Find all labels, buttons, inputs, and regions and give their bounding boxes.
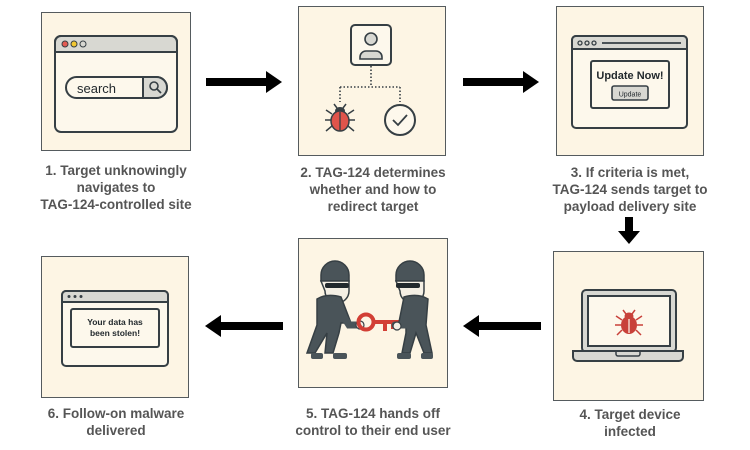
- thief-right-icon: [391, 260, 433, 359]
- step-4-panel: [553, 251, 704, 401]
- step-5-panel: [298, 238, 448, 388]
- message-line-1: Your data has: [87, 317, 143, 327]
- data-stolen-illustration: Your data has been stolen!: [61, 290, 169, 367]
- step-6-panel: Your data has been stolen!: [41, 256, 189, 398]
- arrow-down-3-to-4: [618, 217, 640, 244]
- arrow-right-2-to-3: [463, 71, 539, 93]
- window-dots-icon: [577, 40, 597, 46]
- key-handoff-illustration: [305, 260, 433, 359]
- step-2-caption: 2. TAG-124 determines whether and how to…: [268, 164, 478, 215]
- dotted-connector: [339, 66, 401, 102]
- arrow-left-4-to-5: [463, 315, 541, 337]
- infected-laptop-illustration: [572, 289, 684, 362]
- update-button: [611, 85, 649, 101]
- caption-line: 3. If criteria is met,: [570, 165, 690, 180]
- step-3-panel: Update Now! Update: [556, 6, 704, 156]
- window-dots-icon: [67, 295, 83, 298]
- caption-line: delivered: [86, 423, 146, 438]
- step-6-caption: 6. Follow-on malware delivered: [11, 405, 221, 439]
- step-1-caption: 1. Target unknowingly navigates to TAG-1…: [11, 162, 221, 213]
- redirect-decision-illustration: [325, 24, 416, 136]
- caption-line: 4. Target device: [579, 407, 681, 422]
- caption-line: redirect target: [327, 199, 419, 214]
- maximize-dot-icon: [79, 40, 87, 48]
- caption-line: TAG-124-controlled site: [40, 197, 192, 212]
- caption-line: control to their end user: [295, 423, 451, 438]
- browser-titlebar: [54, 35, 178, 53]
- caption-line: navigates to: [76, 180, 156, 195]
- caption-line: payload delivery site: [563, 199, 697, 214]
- caption-line: 2. TAG-124 determines: [300, 165, 446, 180]
- caption-line: infected: [604, 424, 656, 439]
- check-circle-icon: [384, 104, 416, 136]
- minimize-dot-icon: [70, 40, 78, 48]
- caption-line: 1. Target unknowingly: [45, 163, 187, 178]
- caption-line: TAG-124 sends target to: [552, 182, 708, 197]
- search-text: search: [77, 81, 116, 96]
- caption-line: 6. Follow-on malware: [47, 406, 185, 421]
- bug-icon: [325, 103, 355, 132]
- step-2-panel: [298, 6, 446, 156]
- message-line-2: been stolen!: [90, 328, 140, 338]
- close-dot-icon: [61, 40, 69, 48]
- search-bar: search: [65, 76, 168, 99]
- fake-update-illustration: Update Now! Update: [571, 35, 688, 129]
- step-4-caption: 4. Target device infected: [525, 406, 735, 440]
- arrow-left-5-to-6: [205, 315, 283, 337]
- thief-left-icon: [305, 260, 365, 359]
- step-5-caption: 5. TAG-124 hands off control to their en…: [268, 405, 478, 439]
- popup-title: Update Now!: [596, 70, 663, 82]
- caption-line: whether and how to: [309, 182, 437, 197]
- arrow-right-1-to-2: [206, 71, 282, 93]
- caption-line: 5. TAG-124 hands off: [305, 406, 441, 421]
- update-popup: [590, 60, 670, 109]
- update-button-label: Update: [619, 92, 642, 99]
- step-1-panel: search: [41, 12, 191, 151]
- browser-titlebar: [61, 290, 169, 303]
- ransom-message-box: [70, 308, 160, 348]
- step-3-caption: 3. If criteria is met, TAG-124 sends tar…: [525, 164, 735, 215]
- user-icon: [350, 24, 392, 66]
- search-icon: [149, 81, 162, 94]
- bug-icon: [615, 309, 643, 336]
- browser-search-illustration: search: [54, 35, 178, 133]
